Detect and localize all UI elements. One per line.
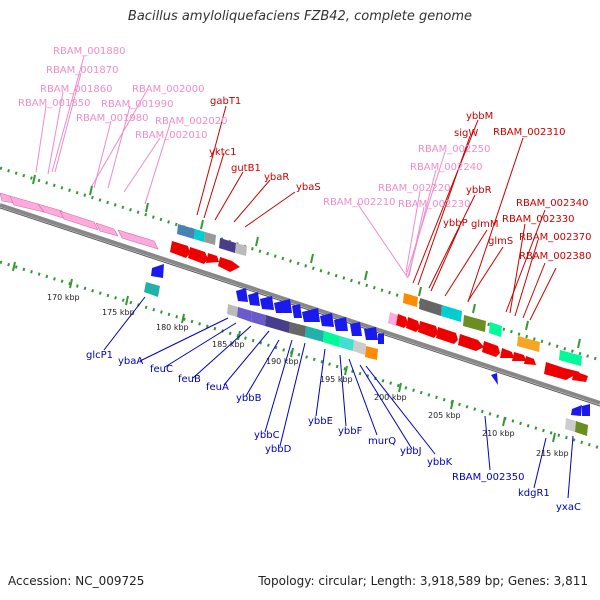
blue-gene-label-11[interactable]: ybbJ: [400, 446, 422, 457]
genome-info-label: Topology: circular; Length: 3,918,589 bp…: [258, 574, 588, 588]
pink-gene-label-3[interactable]: RBAM_001850: [18, 98, 90, 109]
pink-connectors: [35, 55, 446, 279]
blue-gene-label-14[interactable]: kdgR1: [518, 488, 550, 499]
tick-label-7[interactable]: 205 kbp: [428, 411, 461, 420]
red-gene-label-1[interactable]: yktc1: [209, 147, 237, 158]
tick-label-2[interactable]: 180 kbp: [156, 323, 189, 332]
lower-ticks: [12, 261, 556, 443]
red-gene-label-4[interactable]: ybaS: [296, 182, 321, 193]
upper-ticks: [32, 174, 581, 349]
pink-gene-label-11[interactable]: RBAM_002220: [378, 183, 450, 194]
tick-label-0[interactable]: 170 kbp: [47, 293, 80, 302]
red-gene-label-7[interactable]: RBAM_002310: [493, 127, 565, 138]
pink-gene-label-5[interactable]: RBAM_001990: [101, 99, 173, 110]
blue-gene-label-8[interactable]: ybbE: [308, 416, 333, 427]
tick-label-9[interactable]: 215 kbp: [536, 449, 569, 458]
reverse-track-dotted: [0, 260, 600, 450]
blue-gene-label-2[interactable]: feuC: [150, 364, 173, 375]
red-gene-label-15[interactable]: RBAM_002380: [519, 251, 591, 262]
pink-gene-label-13[interactable]: RBAM_002210: [323, 197, 395, 208]
blue-gene-label-4[interactable]: feuA: [206, 382, 229, 393]
tick-label-1[interactable]: 175 kbp: [102, 308, 135, 317]
pink-gene-label-2[interactable]: RBAM_001860: [40, 84, 112, 95]
tick-labels: 170 kbp 175 kbp 180 kbp 185 kbp 190 kbp 195 k…: [47, 293, 569, 458]
blue-gene-label-13[interactable]: RBAM_002350: [452, 472, 524, 483]
red-gene-label-2[interactable]: gutB1: [231, 163, 261, 174]
red-gene-label-8[interactable]: ybbR: [466, 185, 492, 196]
page-title: Bacillus amyloliquefaciens FZB42, comple…: [127, 9, 473, 24]
blue-gene-label-12[interactable]: ybbK: [427, 457, 453, 468]
tick-label-3[interactable]: 185 kbp: [212, 340, 245, 349]
blue-gene-label-15[interactable]: yxaC: [556, 502, 581, 513]
pink-gene-label-6[interactable]: RBAM_001980: [76, 113, 148, 124]
red-gene-label-10[interactable]: glmM: [471, 219, 499, 230]
accession-label: Accession: NC_009725: [8, 574, 145, 588]
tick-label-6[interactable]: 200 kbp: [374, 393, 407, 402]
red-gene-label-5[interactable]: ybbM: [466, 111, 493, 122]
blue-arrows-right[interactable]: [491, 373, 590, 416]
red-gene-label-9[interactable]: ybbP: [443, 218, 468, 229]
blue-gene-label-0[interactable]: glcP1: [86, 350, 113, 361]
pink-gene-label-7[interactable]: RBAM_002020: [155, 116, 227, 127]
blue-gene-label-7[interactable]: ybbD: [265, 444, 292, 455]
blue-gene-label-1[interactable]: ybaA: [118, 356, 143, 367]
red-gene-label-11[interactable]: glmS: [488, 236, 513, 247]
pink-gene-label-1[interactable]: RBAM_001870: [46, 65, 118, 76]
tick-label-5[interactable]: 195 kbp: [320, 375, 353, 384]
red-connectors: [196, 105, 557, 321]
pink-gene-label-9[interactable]: RBAM_002250: [418, 144, 490, 155]
blue-gene-label-3[interactable]: feuB: [178, 374, 201, 385]
red-gene-label-12[interactable]: RBAM_002340: [516, 198, 588, 209]
red-gene-label-6[interactable]: sigW: [454, 128, 478, 139]
blue-gene-label-9[interactable]: ybbF: [338, 426, 363, 437]
red-arrows-right[interactable]: [388, 312, 588, 382]
forward-track-dotted: [0, 166, 600, 362]
pink-gene-label-4[interactable]: RBAM_002000: [132, 84, 204, 95]
pink-genes[interactable]: [0, 192, 159, 250]
pink-gene-label-8[interactable]: RBAM_002010: [135, 130, 207, 141]
blue-gene-label-6[interactable]: ybbC: [254, 430, 280, 441]
red-gene-label-14[interactable]: RBAM_002370: [519, 232, 591, 243]
blue-genes-lower[interactable]: [236, 288, 384, 344]
tick-label-8[interactable]: 210 kbp: [482, 429, 515, 438]
red-arrows-upper-left[interactable]: [170, 241, 240, 272]
gene-boxes-upper-left[interactable]: [177, 224, 247, 256]
blue-connectors: [103, 296, 574, 499]
pink-gene-label-0[interactable]: RBAM_001880: [53, 46, 125, 57]
gene-boxes-right[interactable]: [403, 293, 588, 436]
blue-gene-label-5[interactable]: ybbB: [236, 393, 262, 404]
red-gene-label-13[interactable]: RBAM_002330: [502, 214, 574, 225]
blue-arrow-left[interactable]: [144, 264, 164, 297]
pink-gene-label-10[interactable]: RBAM_002240: [410, 162, 482, 173]
blue-gene-label-10[interactable]: murQ: [368, 436, 396, 447]
blue-labels: glcP1 ybaA feuC feuB feuA ybbB ybbC ybbD ybbE ybb…: [86, 350, 581, 513]
red-gene-label-3[interactable]: ybaR: [264, 172, 289, 183]
gene-boxes-lower[interactable]: [227, 304, 378, 360]
red-gene-label-0[interactable]: gabT1: [210, 96, 241, 107]
pink-labels: RBAM_001880RBAM_001870RBAM_001860RBAM_00…: [18, 46, 490, 210]
pink-gene-label-12[interactable]: RBAM_002230: [398, 199, 470, 210]
tick-label-4[interactable]: 190 kbp: [266, 357, 299, 366]
